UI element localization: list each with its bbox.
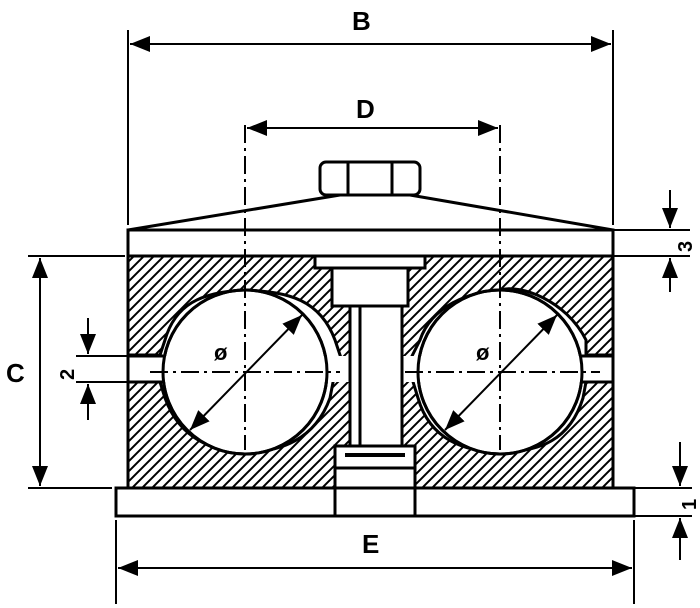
cover-plate bbox=[126, 160, 615, 258]
base-rail bbox=[114, 486, 636, 518]
dimension-b bbox=[127, 30, 614, 225]
left-diameter-symbol: ø bbox=[214, 340, 228, 365]
dimension-slot-gap-label: 2 bbox=[57, 369, 79, 380]
right-diameter-symbol: ø bbox=[476, 340, 490, 365]
top-hex-nut bbox=[318, 160, 422, 197]
diameter-lines bbox=[189, 314, 558, 431]
dimension-e-label: E bbox=[362, 529, 379, 559]
dimension-e bbox=[115, 520, 635, 604]
dimension-slot-gap bbox=[76, 318, 160, 420]
bolt-head bbox=[330, 266, 410, 308]
dimension-b-label: B bbox=[352, 6, 371, 36]
dimension-plate-thickness-label: 3 bbox=[675, 241, 697, 252]
bolt-upper-washer bbox=[313, 254, 427, 270]
cover-plate-body bbox=[126, 228, 615, 258]
cover-plate-top bbox=[127, 193, 614, 232]
dimension-c-label: C bbox=[6, 358, 25, 388]
dimension-base-thickness bbox=[634, 442, 692, 560]
dimension-d-label: D bbox=[356, 94, 375, 124]
dimension-c bbox=[28, 255, 125, 489]
dimension-base-thickness-label: 1 bbox=[679, 499, 700, 510]
dimension-plate-thickness bbox=[613, 190, 690, 292]
bolt-shank bbox=[348, 304, 404, 448]
